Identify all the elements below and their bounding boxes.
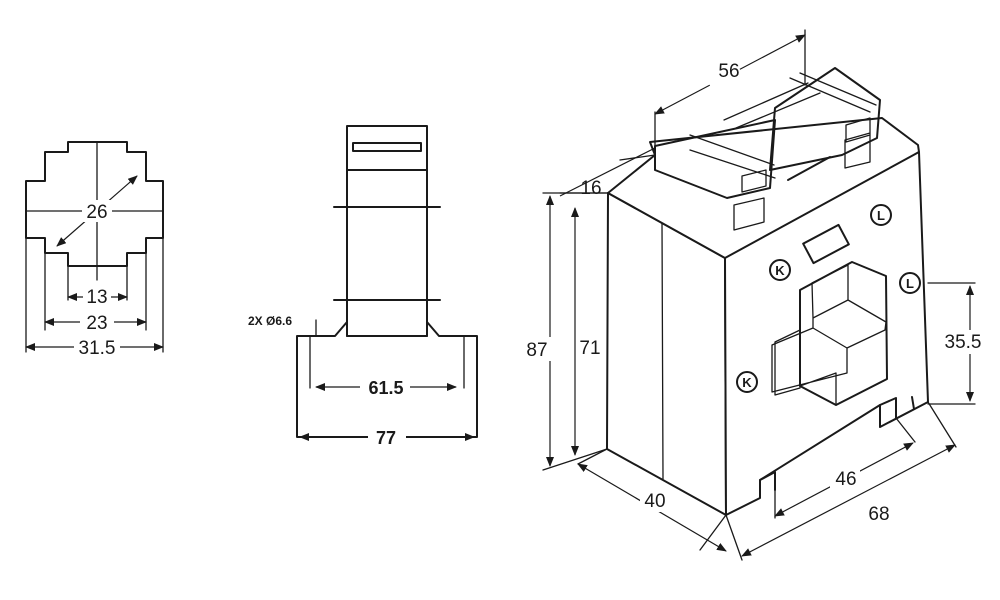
dim-top-depth-label: 16 bbox=[580, 178, 601, 199]
dim-line-68 bbox=[741, 444, 956, 557]
left-face-seam bbox=[661, 222, 664, 480]
side-body bbox=[346, 169, 428, 337]
section-extension-lines bbox=[44, 252, 147, 331]
dim-inner-bottom-label: 13 bbox=[86, 287, 107, 308]
dim-diagonal-label: 26 bbox=[86, 202, 107, 223]
side-view: 2X Ø6.6 61.5 77 bbox=[248, 125, 478, 448]
dim-top-width-label: 56 bbox=[718, 61, 739, 82]
window-inner-left bbox=[774, 329, 801, 396]
dim-depth-label: 40 bbox=[644, 491, 665, 512]
terminal-marks: L K L K bbox=[736, 204, 921, 393]
terminal-cap bbox=[346, 125, 428, 171]
top-slot bbox=[787, 156, 831, 181]
mark-circle-k2 bbox=[736, 371, 758, 393]
terminal-slot bbox=[352, 142, 422, 152]
mark-k1: K bbox=[775, 263, 785, 278]
isometric-view: L K L K 56 16 87 71 35.5 bbox=[524, 29, 990, 561]
window-steps bbox=[771, 264, 887, 406]
nameplate-window bbox=[802, 223, 850, 265]
mark-k2: K bbox=[742, 375, 752, 390]
mark-l2: L bbox=[906, 276, 914, 291]
mark-circle-k1 bbox=[769, 259, 791, 281]
mark-circle-l2 bbox=[899, 272, 921, 294]
dim-base-width-label: 77 bbox=[376, 428, 396, 448]
overall-extension-lines bbox=[25, 237, 164, 353]
dim-window-height-label: 35.5 bbox=[945, 332, 982, 353]
dim-holes-label: 2X Ø6.6 bbox=[248, 314, 292, 328]
cross-section-view: 26 13 23 31.5 bbox=[25, 141, 164, 359]
terminal-block-right bbox=[769, 67, 881, 171]
terminal-block-left bbox=[654, 119, 776, 199]
dim-base-length-label: 68 bbox=[868, 504, 889, 525]
mark-circle-top-l bbox=[870, 204, 892, 226]
dim-line-16 bbox=[559, 147, 656, 197]
dim-overall-width-label: 31.5 bbox=[79, 338, 116, 359]
hole-extension-lines bbox=[309, 335, 465, 389]
dim-35-5-extensions bbox=[927, 282, 976, 405]
mark-top-l: L bbox=[877, 208, 885, 223]
dim-total-height-label: 87 bbox=[526, 340, 547, 361]
dim-slot-width-label: 23 bbox=[86, 313, 107, 334]
dim-body-height-label: 71 bbox=[579, 338, 600, 359]
dim-foot-spacing-label: 46 bbox=[835, 469, 856, 490]
dim-hole-spacing-label: 61.5 bbox=[368, 378, 403, 398]
dim-68-extensions bbox=[725, 401, 957, 561]
